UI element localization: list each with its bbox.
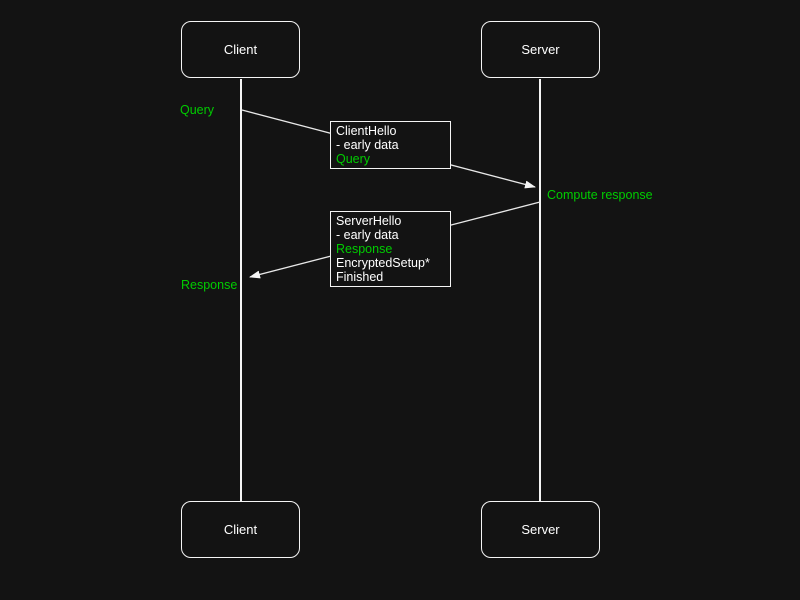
compute-response-label: Compute response	[547, 188, 653, 202]
message-line: ClientHello	[336, 124, 397, 138]
message-line: EncryptedSetup*	[336, 256, 430, 270]
actor-label-server: Server	[521, 522, 560, 537]
message-line: - early data	[336, 138, 399, 152]
message-line: - early data	[336, 228, 399, 242]
message-line-query: Query	[336, 152, 371, 166]
actor-label-client: Client	[223, 522, 258, 537]
actor-label-client: Client	[223, 42, 258, 57]
actor-box-server-top: Server	[481, 21, 600, 78]
actor-box-server-bottom: Server	[481, 501, 600, 558]
message-line: ServerHello	[336, 214, 402, 228]
actor-label-server: Server	[521, 42, 560, 57]
client-hello-message-box: ClientHello - early data Query	[330, 121, 451, 169]
response-label: Response	[181, 278, 238, 292]
actor-box-client-top: Client	[181, 21, 300, 78]
message-line-response: Response	[336, 242, 393, 256]
server-hello-message-box: ServerHello - early data Response Encryp…	[330, 211, 451, 287]
actor-box-client-bottom: Client	[181, 501, 300, 558]
message-line: Finished	[336, 270, 384, 284]
query-label: Query	[180, 103, 215, 117]
